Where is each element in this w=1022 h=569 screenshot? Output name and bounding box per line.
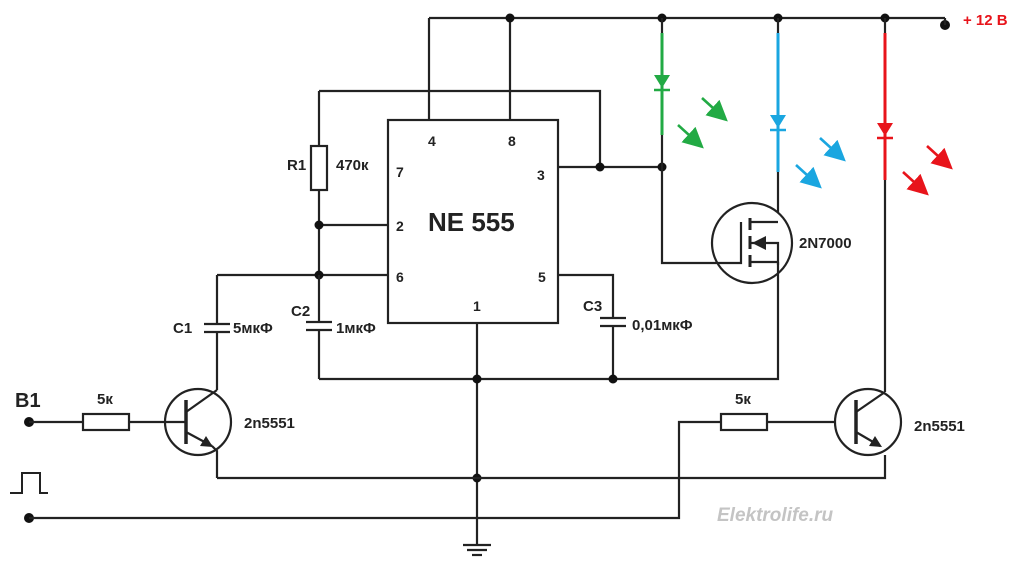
resistor-left-5k xyxy=(81,412,131,432)
c3-value: 0,01мкФ xyxy=(632,317,693,334)
pin-8-label: 8 xyxy=(508,133,516,149)
mosfet-label: 2N7000 xyxy=(799,235,852,252)
pin3-output-wire xyxy=(558,162,667,172)
ne555-chip xyxy=(386,118,560,325)
capacitor-c1 xyxy=(204,275,230,390)
supply-label: + 12 В xyxy=(963,12,1008,29)
mosfet-2n7000 xyxy=(710,201,794,285)
r-left-value: 5к xyxy=(97,391,113,408)
red-led-branch xyxy=(877,18,953,345)
r1-wiring xyxy=(217,89,602,280)
c2-name: C2 xyxy=(291,303,310,320)
q-left-label: 2n5551 xyxy=(244,415,295,432)
ground-rail xyxy=(217,280,887,545)
pin-5-label: 5 xyxy=(538,269,546,285)
r1-name: R1 xyxy=(287,157,306,174)
input-label-b1: В1 xyxy=(15,390,41,412)
resistor-r1 xyxy=(309,144,329,192)
c1-value: 5мкФ xyxy=(233,320,273,337)
c3-name: C3 xyxy=(583,298,602,315)
c2-value: 1мкФ xyxy=(336,320,376,337)
ground-symbol xyxy=(463,543,491,557)
q-right-label: 2n5551 xyxy=(914,418,965,435)
green-led-branch xyxy=(654,18,728,265)
transistor-right-2n5551 xyxy=(833,345,903,457)
pulse-input xyxy=(10,420,721,523)
capacitor-c3 xyxy=(558,273,626,379)
input-b1-wiring xyxy=(24,412,186,432)
pin-6-label: 6 xyxy=(396,269,404,285)
chip-label: NE 555 xyxy=(428,207,515,237)
pin-3-label: 3 xyxy=(537,167,545,183)
r1-value: 470к xyxy=(336,157,369,174)
transistor-left-2n5551 xyxy=(163,387,233,478)
pin-7-label: 7 xyxy=(396,164,404,180)
pulse-icon xyxy=(10,472,48,494)
blue-led-branch xyxy=(770,18,846,222)
pin-4-label: 4 xyxy=(428,133,436,149)
capacitor-c2 xyxy=(306,275,332,379)
c1-name: C1 xyxy=(173,320,192,337)
r-right-value: 5к xyxy=(735,391,751,408)
watermark: Elektrolife.ru xyxy=(717,505,834,526)
pin-2-label: 2 xyxy=(396,218,404,234)
pin-1-label: 1 xyxy=(473,298,481,314)
supply-rail xyxy=(427,13,950,120)
